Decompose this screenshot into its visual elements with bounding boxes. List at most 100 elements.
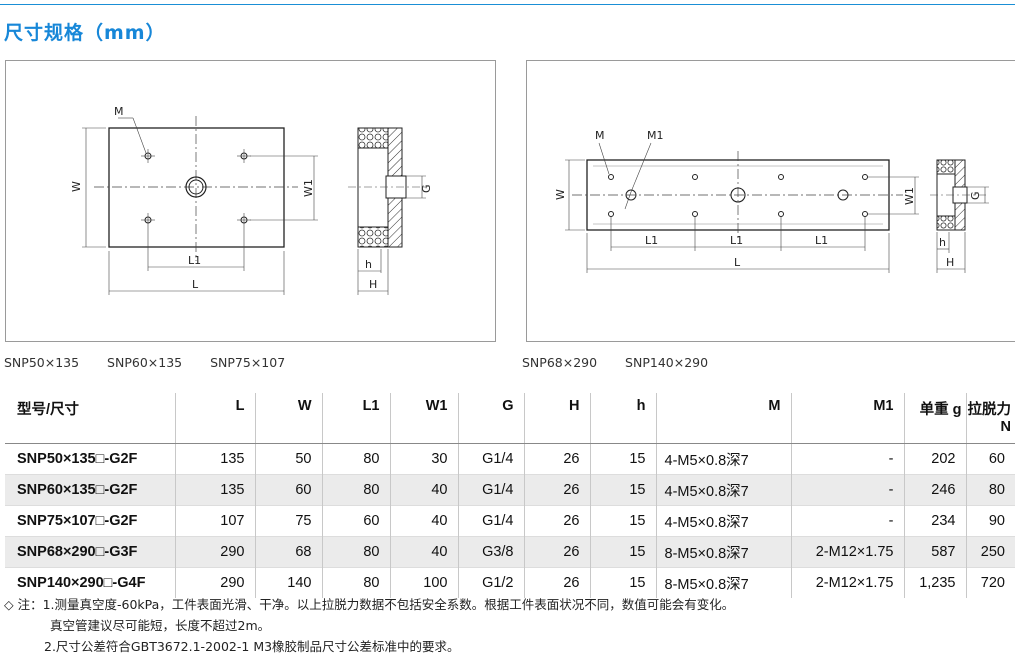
table-cell: 75 xyxy=(254,505,322,537)
table-cell: 202 xyxy=(903,443,966,475)
label-H: H xyxy=(946,256,954,269)
table-cell: 40 xyxy=(389,536,458,568)
table-cell: 2-M12×1.75 xyxy=(790,567,904,598)
label-H: H xyxy=(369,278,377,291)
table-cell: 15 xyxy=(589,536,656,568)
table-cell: G1/4 xyxy=(457,505,524,537)
table-cell: SNP140×290□-G4F xyxy=(5,567,175,598)
note-line: ◇ 注：1.测量真空度-60kPa，工件表面光滑、干净。以上拉脱力数据不包括安全… xyxy=(4,597,735,612)
table-cell: 15 xyxy=(589,567,656,598)
table-cell: 234 xyxy=(903,505,966,537)
table-cell: 587 xyxy=(903,536,966,568)
label-W: W xyxy=(554,189,567,200)
table-cell: 80 xyxy=(321,443,390,475)
note-line: 2.尺寸公差符合GBT3672.1-2002-1 M3橡胶制品尺寸公差标准中的要… xyxy=(44,639,460,654)
col-header: G xyxy=(457,393,524,444)
table-cell: 80 xyxy=(965,474,1015,506)
label-M: M xyxy=(595,129,605,142)
table-cell: 15 xyxy=(589,443,656,475)
drawing-panel-right: M M1 W W1 L1 L1 L1 L G h H xyxy=(526,60,1015,342)
table-cell: G3/8 xyxy=(457,536,524,568)
drawing-small-pad: M W W1 L1 L G h H xyxy=(70,105,433,295)
col-header: L1 xyxy=(321,393,390,444)
table-cell: 107 xyxy=(174,505,255,537)
drawing-panel-left: M W W1 L1 L G h H xyxy=(5,60,496,342)
table-cell: 80 xyxy=(321,567,390,598)
table-cell: 4-M5×0.8深7 xyxy=(655,443,791,475)
model-name: SNP75×107 xyxy=(210,355,286,370)
label-h: h xyxy=(939,236,946,249)
label-M: M xyxy=(114,105,124,118)
col-header: 拉脱力 N xyxy=(965,393,1015,444)
table-header-row: 型号/尺寸 L W L1 W1 G H h M M1 单重 g 拉脱力 N xyxy=(5,393,1015,444)
note-line: 真空管建议尽可能短，长度不超过2m。 xyxy=(50,618,271,633)
col-header: M1 xyxy=(790,393,904,444)
table-cell: 290 xyxy=(174,536,255,568)
right-model-list: SNP68×290 SNP140×290 xyxy=(522,355,732,370)
table-cell: 4-M5×0.8深7 xyxy=(655,474,791,506)
table-cell: G1/2 xyxy=(457,567,524,598)
table-cell: SNP68×290□-G3F xyxy=(5,536,175,568)
col-header: W xyxy=(254,393,322,444)
table-cell: 90 xyxy=(965,505,1015,537)
table-cell: 1,235 xyxy=(903,567,966,598)
col-header: L xyxy=(174,393,255,444)
table-cell: G1/4 xyxy=(457,443,524,475)
table-cell: 135 xyxy=(174,443,255,475)
table-cell: - xyxy=(790,474,904,506)
page-title: 尺寸规格（mm） xyxy=(4,22,166,44)
spec-table: 型号/尺寸 L W L1 W1 G H h M M1 单重 g 拉脱力 N SN… xyxy=(5,393,1015,598)
left-model-list: SNP50×135 SNP60×135 SNP75×107 xyxy=(4,355,309,370)
table-cell: 15 xyxy=(589,505,656,537)
table-cell: 2-M12×1.75 xyxy=(790,536,904,568)
label-M1: M1 xyxy=(647,129,664,142)
table-cell: 80 xyxy=(321,474,390,506)
model-name: SNP140×290 xyxy=(625,355,709,370)
table-cell: 50 xyxy=(254,443,322,475)
col-header: 单重 g xyxy=(903,393,966,444)
table-cell: 100 xyxy=(389,567,458,598)
table-cell: 60 xyxy=(321,505,390,537)
table-cell: 140 xyxy=(254,567,322,598)
table-cell: - xyxy=(790,505,904,537)
model-name: SNP60×135 xyxy=(107,355,183,370)
table-cell: 4-M5×0.8深7 xyxy=(655,505,791,537)
col-header: M xyxy=(655,393,791,444)
table-cell: - xyxy=(790,443,904,475)
col-header: 型号/尺寸 xyxy=(5,393,175,444)
table-cell: 250 xyxy=(965,536,1015,568)
col-header: W1 xyxy=(389,393,458,444)
label-G: G xyxy=(969,191,982,200)
table-cell: 60 xyxy=(254,474,322,506)
col-header: H xyxy=(523,393,590,444)
label-L1: L1 xyxy=(188,254,201,267)
table-cell: 8-M5×0.8深7 xyxy=(655,567,791,598)
label-L1: L1 xyxy=(815,234,828,247)
table-cell: 26 xyxy=(523,443,590,475)
table-cell: 246 xyxy=(903,474,966,506)
label-W1: W1 xyxy=(302,179,315,197)
table-cell: 720 xyxy=(965,567,1015,598)
table-cell: G1/4 xyxy=(457,474,524,506)
top-rule xyxy=(0,4,1015,5)
label-L: L xyxy=(734,256,741,269)
label-L1: L1 xyxy=(730,234,743,247)
label-L1: L1 xyxy=(645,234,658,247)
table-cell: 68 xyxy=(254,536,322,568)
table-cell: SNP75×107□-G2F xyxy=(5,505,175,537)
table-cell: SNP50×135□-G2F xyxy=(5,443,175,475)
label-L: L xyxy=(192,278,199,291)
label-G: G xyxy=(420,184,433,193)
label-W1: W1 xyxy=(903,187,916,205)
model-name: SNP68×290 xyxy=(522,355,598,370)
table-cell: 8-M5×0.8深7 xyxy=(655,536,791,568)
model-name: SNP50×135 xyxy=(4,355,80,370)
table-cell: 80 xyxy=(321,536,390,568)
table-cell: SNP60×135□-G2F xyxy=(5,474,175,506)
notes: ◇ 注：1.测量真空度-60kPa，工件表面光滑、干净。以上拉脱力数据不包括安全… xyxy=(4,594,734,657)
table-cell: 60 xyxy=(965,443,1015,475)
